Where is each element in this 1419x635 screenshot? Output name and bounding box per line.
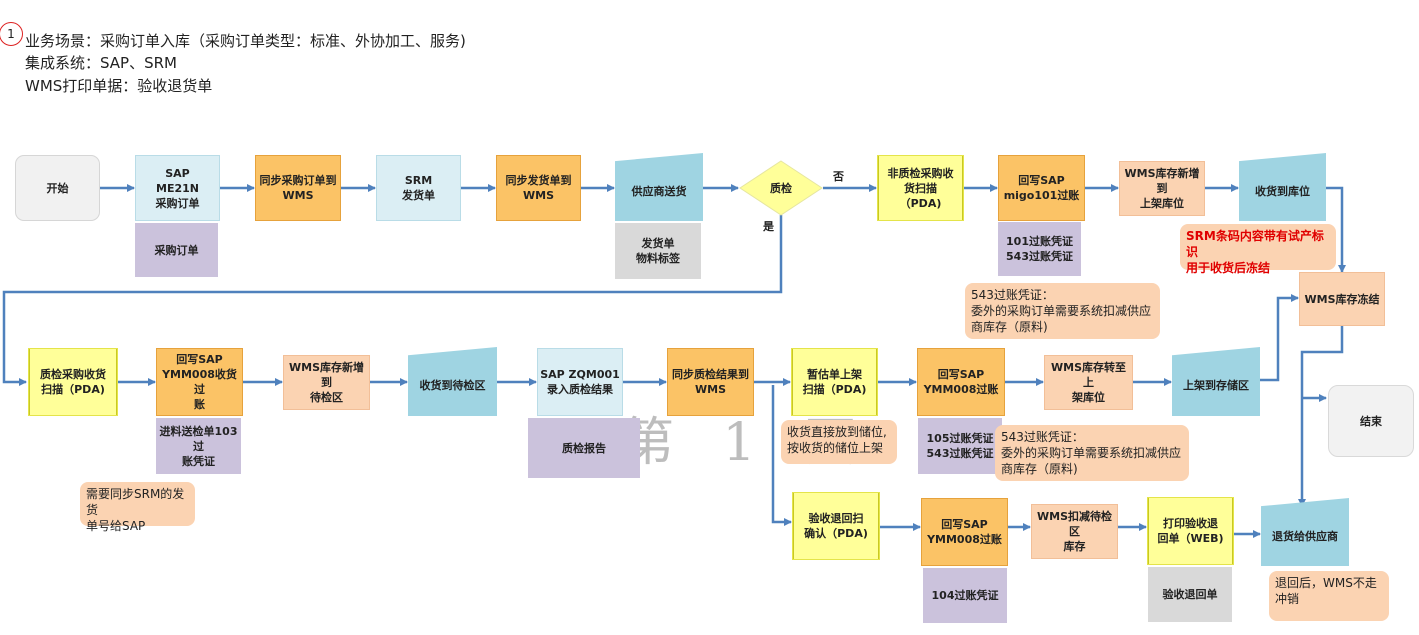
start-node: 开始 (15, 155, 100, 221)
print-return-node: 打印验收退 回单（WEB) (1147, 497, 1234, 565)
wms-add-pending-node: WMS库存新增到 待检区 (283, 355, 370, 410)
wms-transfer-node: WMS库存转至上 架库位 (1044, 355, 1133, 410)
return-supplier-node: 退货给供应商 (1261, 498, 1349, 566)
writeback-migo-node: 回写SAP migo101过账 (998, 155, 1085, 221)
qc-decision-label: 质检 (770, 181, 792, 195)
po-document: 采购订单 (135, 223, 218, 277)
return-document: 验收退回单 (1148, 567, 1232, 622)
arrow (2, 215, 783, 386)
temp-shelf-node: 暂估单上架 扫描（PDA) (791, 348, 878, 416)
note-543-top: 543过账凭证： 委外的采购订单需要系统扣减供应 商库存（原料) (965, 283, 1160, 339)
nonqc-scan-node: 非质检采购收 货扫描 （PDA) (877, 155, 964, 221)
wms-freeze-node: WMS库存冻结 (1299, 272, 1385, 326)
qc-scan-node: 质检采购收货 扫描（PDA) (28, 348, 118, 416)
ymm008-2-document: 105过账凭证 543过账凭证 (918, 418, 1002, 474)
writeback-ymm008-2-node: 回写SAP YMM008过账 (917, 348, 1005, 416)
scenario-text: 业务场景：采购订单入库（采购订单类型：标准、外协加工、服务) (25, 32, 466, 50)
return-note: 退回后，WMS不走 冲销 (1269, 571, 1389, 621)
receive-pending-node: 收货到待检区 (408, 347, 497, 416)
wms-add-shelf-node: WMS库存新增到 上架库位 (1119, 161, 1205, 216)
temp-shelf-note: 收货直接放到储位, 按收货的储位上架 (781, 420, 897, 464)
delivery-document: 发货单 物料标签 (615, 223, 701, 279)
step-number-badge: 1 (0, 22, 23, 46)
sync-po-node: 同步采购订单到 WMS (255, 155, 341, 221)
end-node: 结束 (1328, 385, 1414, 457)
sap-zqm001-node: SAP ZQM001 录入质检结果 (537, 348, 623, 416)
migo-document: 101过账凭证 543过账凭证 (998, 222, 1081, 276)
sync-qc-node: 同步质检结果到 WMS (667, 348, 754, 416)
srm-delivery-node: SRM 发货单 (376, 155, 461, 221)
srm-sync-note: 需要同步SRM的发货 单号给SAP (80, 482, 195, 533)
arrow (1260, 294, 1299, 382)
wms-print-text: WMS打印单据：验收退货单 (25, 77, 213, 95)
wms-deduct-node: WMS扣减待检区 库存 (1031, 504, 1118, 559)
arrow (1326, 186, 1346, 273)
ymm008-document: 进料送检单103过 账凭证 (156, 418, 241, 474)
writeback-ymm008-3-node: 回写SAP YMM008过账 (921, 498, 1008, 566)
no-branch-label: 否 (833, 170, 844, 183)
sync-delivery-node: 同步发货单到 WMS (496, 155, 581, 221)
writeback-ymm008-node: 回写SAP YMM008收货过 账 (156, 348, 243, 416)
receive-to-location-node: 收货到库位 (1239, 153, 1326, 221)
sap-me21n-node: SAP ME21N 采购订单 (135, 155, 220, 221)
return-scan-node: 验收退回扫 确认（PDA) (792, 492, 880, 560)
supplier-delivery-node: 供应商送货 (615, 153, 703, 221)
arrow (1298, 326, 1344, 507)
shelf-storage-node: 上架到存储区 (1172, 347, 1260, 416)
arrow (771, 385, 792, 526)
qc-decision-shape (739, 160, 823, 216)
systems-text: 集成系统：SAP、SRM (25, 54, 177, 72)
note-543-mid: 543过账凭证： 委外的采购订单需要系统扣减供应 商库存（原料) (995, 425, 1189, 481)
ymm008-3-document: 104过账凭证 (923, 568, 1007, 623)
qc-report-document: 质检报告 (528, 418, 640, 478)
srm-barcode-note: SRM条码内容带有试产标识 用于收货后冻结 (1180, 224, 1336, 275)
yes-branch-label: 是 (763, 220, 774, 233)
